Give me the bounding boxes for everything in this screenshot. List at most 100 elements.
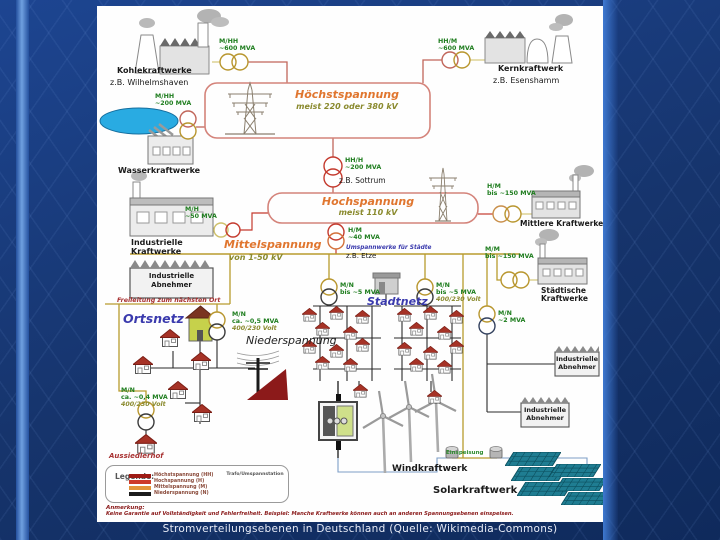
house-icon (302, 308, 317, 322)
legend-row-hh: Höchstspannung (HH) (129, 473, 213, 478)
municipal-line2: Kraftwerke (541, 294, 589, 304)
mittelspannung-subtitle: von 1-50 kV (229, 253, 283, 262)
transformer-symbol (208, 311, 226, 341)
aussiedlerhof-label: Aussiedlerhof (109, 452, 164, 460)
municipal-plant-label: Städtische Kraftwerke (541, 286, 589, 304)
legend-label-m: Mittelspannung (M) (154, 485, 208, 490)
house-icon (191, 352, 211, 370)
house-icon (437, 360, 452, 374)
legend-label-hh: Höchstspannung (HH) (154, 473, 214, 478)
house-icon (437, 326, 452, 340)
transformer-label-etze: H/M~40 MVA (348, 227, 380, 242)
hydro-plant-icon (99, 107, 194, 165)
legend-box: Legende: Höchstspannung (HH) Hochspannun… (105, 465, 289, 503)
coal-plant-label: Kohlekraftwerke (117, 66, 192, 75)
legend-swatch-n (129, 491, 151, 496)
municipal-plant-icon (535, 229, 588, 285)
grid-line-19 (496, 254, 501, 281)
hoechstspannung-title: Höchstspannung (295, 88, 399, 101)
coal-plant-example: z.B. Wilhelmshaven (110, 78, 189, 87)
diagram-panel: Kohlekraftwerke z.B. Wilhelmshaven Kernk… (97, 6, 603, 522)
pylon-icon-small (429, 167, 457, 222)
house-icon (192, 404, 212, 422)
legend-swatch-m (129, 485, 151, 490)
grid-line-0 (248, 61, 288, 83)
legend-label-n: Niederspannung (N) (154, 491, 209, 496)
transformer-symbol (500, 271, 530, 289)
network-station-icon (318, 394, 358, 450)
umspannwerke-note: Umspannwerke für Städte (346, 245, 432, 251)
house-icons (133, 306, 464, 454)
industrial-plant-icon (129, 171, 214, 237)
house-icon (160, 329, 180, 347)
house-icon (353, 384, 368, 398)
house-icon (397, 342, 412, 356)
village-transformer-house-icon (184, 305, 217, 342)
grid-line-1 (422, 59, 442, 83)
house-icon (168, 381, 188, 399)
consumer3-line2: Abnehmer (526, 414, 564, 423)
nuclear-plant-example: z.B. Esenshamm (493, 76, 560, 85)
transformer-label-kohle: M/HH~600 MVA (219, 38, 256, 53)
ortsnetz-label: Ortsnetz (123, 311, 184, 326)
coal-plant-icon (134, 9, 229, 75)
transformer-symbol (492, 205, 522, 223)
industrial-consumer-label-2: Industrielle Abnehmer (555, 355, 599, 371)
slide-right-stripe (603, 0, 618, 540)
medium-plant-label: Mittlere Kraftwerke (520, 219, 604, 228)
house-icon (449, 340, 464, 354)
house-icon (135, 434, 157, 454)
house-icon (343, 326, 358, 340)
sottrum-example: z.B. Sottrum (339, 176, 386, 185)
feed-cylinder-icons (445, 446, 503, 459)
industrial-plant-label: Industrielle Kraftwerke (131, 238, 183, 257)
industrial-plant-line2: Kraftwerke (131, 246, 182, 256)
consumer2-line2: Abnehmer (558, 363, 596, 372)
legend-trafo-label: Trafo/Umspannstation (226, 472, 284, 477)
solar-array-icons (505, 452, 603, 505)
etze-example: z.B. Etze (346, 252, 377, 260)
note-text: Keine Garantie auf Vollständigkeit und F… (106, 511, 514, 517)
substation-hut-icon (372, 272, 401, 295)
mittelspannung-title: Mittelspannung (224, 238, 322, 251)
hochspannung-subtitle: meist 110 kV (338, 208, 398, 217)
wind-plant-label: Windkraftwerk (392, 464, 468, 474)
consumer1-line1: Industrielle (148, 272, 195, 280)
utility-pole-icon (236, 350, 288, 400)
house-icon (409, 358, 424, 372)
house-icon (449, 310, 464, 324)
legend-row-h: Hochspannung (H) (129, 479, 204, 484)
transformer-label-kern: HH/M~600 MVA (438, 38, 475, 53)
industrial-plant-line1: Industrielle (131, 238, 183, 247)
house-icon (409, 322, 424, 336)
transformer-symbol (213, 222, 241, 238)
transformer-symbol (416, 278, 434, 306)
transformer-label-sottrum: HH/H~200 MVA (345, 157, 382, 172)
industrial-consumer-icons (129, 260, 600, 428)
slide-caption: Stromverteilungsebenen in Deutschland (Q… (162, 523, 558, 535)
medium-plant-icon (531, 165, 594, 219)
municipal-line1: Städtische (541, 286, 586, 295)
grid-line-51 (337, 458, 384, 473)
solar-plant-label: Solarkraftwerk (433, 485, 518, 496)
einspeisung-label: Einspeisung (446, 450, 484, 456)
transformer-symbols (137, 51, 530, 498)
grid-line-16 (118, 304, 147, 403)
stadtnetz-label: Stadtnetz (367, 295, 428, 308)
house-icon (355, 310, 370, 324)
slide-left-stripe (16, 0, 29, 540)
hydro-plant-label: Wasserkraftwerke (118, 166, 201, 175)
house-icon (423, 346, 438, 360)
house-icon (397, 308, 412, 322)
diagram-graphics (99, 9, 603, 505)
legend-label-h: Hochspannung (H) (154, 479, 205, 484)
house-icon (355, 338, 370, 352)
hoechstspannung-subtitle: meist 220 oder 380 kV (296, 102, 398, 111)
transformer-symbol (478, 305, 496, 335)
